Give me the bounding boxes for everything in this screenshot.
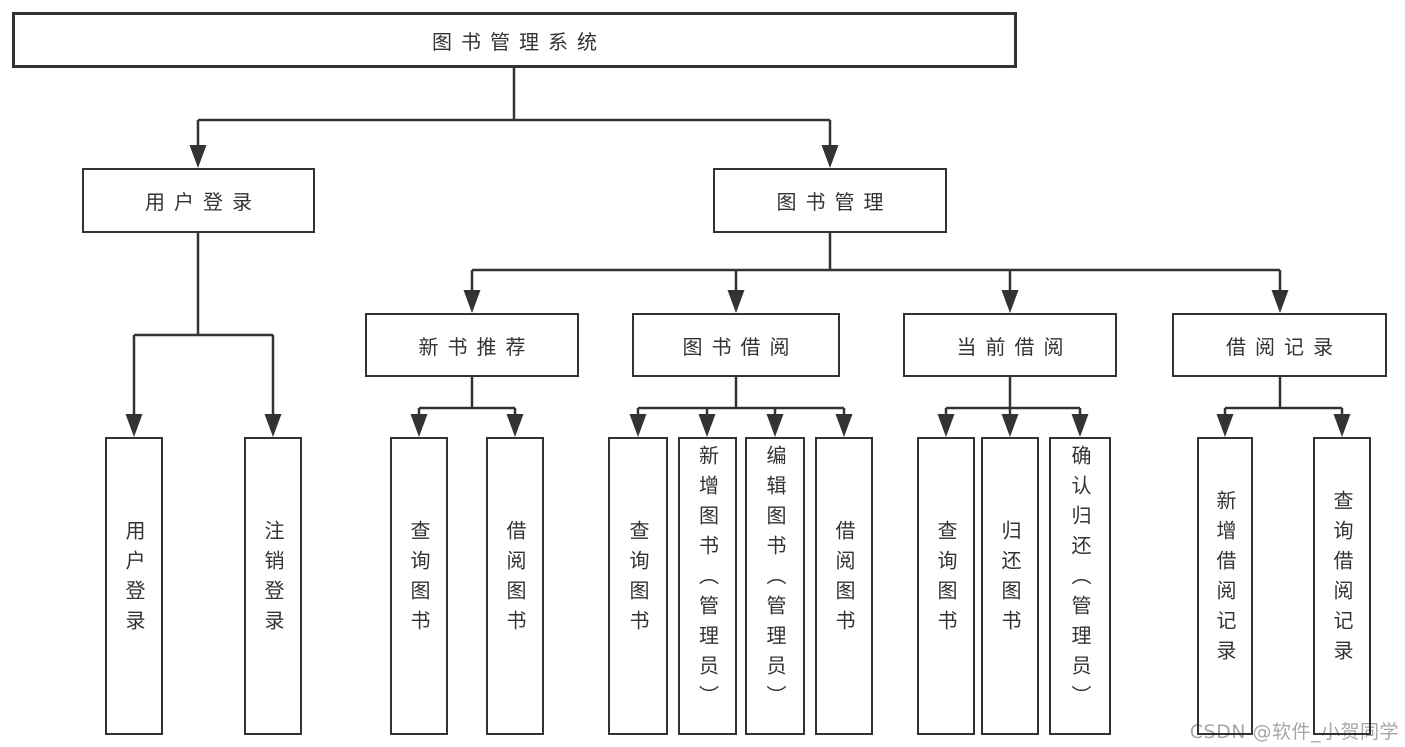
leaf-borrow-books-recommend: 借阅图书 (486, 437, 544, 735)
leaf-return-books: 归还图书 (981, 437, 1039, 735)
node-user-login: 用户登录 (82, 168, 315, 233)
leaf-borrow-books: 借阅图书 (815, 437, 873, 735)
leaf-query-books-borrow: 查询图书 (608, 437, 668, 735)
node-new-book-recommend: 新书推荐 (365, 313, 579, 377)
leaf-user-login: 用户登录 (105, 437, 163, 735)
node-book-management: 图书管理 (713, 168, 947, 233)
node-book-borrow: 图书借阅 (632, 313, 840, 377)
csdn-watermark: CSDN @软件_小贺同学 (1189, 721, 1399, 743)
leaf-query-books-current: 查询图书 (917, 437, 975, 735)
leaf-add-borrow-record: 新增借阅记录 (1197, 437, 1253, 735)
leaf-confirm-return-admin: 确认归还（管理员） (1049, 437, 1111, 735)
leaf-add-books-admin: 新增图书（管理员） (678, 437, 737, 735)
leaf-logout: 注销登录 (244, 437, 302, 735)
arrowheads (125, 145, 1351, 437)
node-root-system: 图书管理系统 (12, 12, 1017, 68)
node-current-borrow: 当前借阅 (903, 313, 1117, 377)
node-borrow-records: 借阅记录 (1172, 313, 1387, 377)
leaf-query-borrow-record: 查询借阅记录 (1313, 437, 1371, 735)
leaf-edit-books-admin: 编辑图书（管理员） (745, 437, 805, 735)
leaf-query-books-recommend: 查询图书 (390, 437, 448, 735)
